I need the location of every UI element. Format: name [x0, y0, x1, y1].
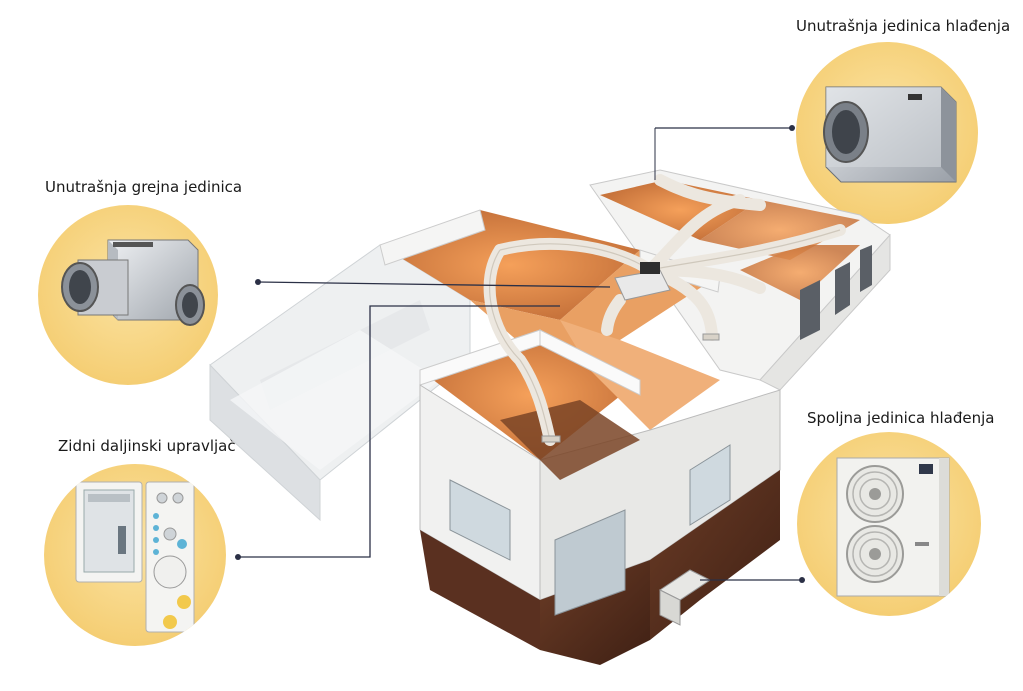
indoor-heating-unit-circle — [38, 205, 218, 385]
label-indoor-heating-unit: Unutrašnja grejna jedinica — [45, 178, 243, 196]
duct-fan-unit-icon — [823, 86, 957, 183]
label-wall-remote: Zidni daljinski upravljač — [58, 437, 236, 455]
duct-heater-unit-icon — [61, 239, 205, 326]
wall-remote-circle — [44, 464, 226, 646]
outdoor-cooling-unit-circle — [797, 432, 981, 616]
label-indoor-cooling-unit: Unutrašnja jedinica hlađenja — [796, 17, 1011, 35]
label-outdoor-cooling-unit: Spoljna jedinica hlađenja — [807, 409, 995, 427]
outdoor-condenser-icon — [836, 457, 950, 597]
indoor-cooling-unit-circle — [796, 42, 978, 224]
wall-thermostat-icon — [75, 481, 195, 633]
